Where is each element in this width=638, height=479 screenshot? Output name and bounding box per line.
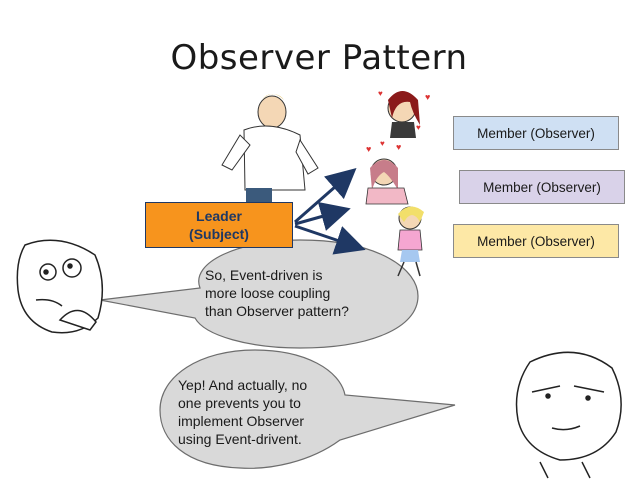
svg-text:♥: ♥	[378, 89, 383, 98]
question-line: So, Event-driven is	[205, 267, 323, 283]
notify-arrows	[294, 168, 366, 255]
svg-text:♥: ♥	[416, 123, 421, 132]
answer-line: one prevents you to	[178, 395, 301, 411]
question-line: than Observer pattern?	[205, 303, 349, 319]
arrow-to-member-2	[294, 202, 351, 231]
leader-label: Leader	[196, 208, 242, 224]
svg-text:♥: ♥	[425, 92, 430, 102]
subject-label: (Subject)	[189, 226, 249, 242]
member-3-illustration	[397, 206, 424, 277]
member-1-illustration: ♥ ♥ ♥	[378, 89, 430, 138]
answer-line: implement Observer	[178, 413, 305, 429]
member-observer-box-3: Member (Observer)	[453, 224, 619, 258]
slide-title: Observer Pattern	[170, 38, 468, 78]
member-observer-box-1: Member (Observer)	[453, 116, 619, 150]
question-text: So, Event-driven is more loose coupling …	[205, 266, 349, 320]
speech-bubble-answer	[159, 349, 456, 469]
member-2-illustration: ♥ ♥ ♥	[365, 139, 409, 205]
arrow-to-member-3	[294, 224, 366, 255]
arrow-to-member-1	[294, 168, 357, 224]
member-observer-box-2: Member (Observer)	[459, 170, 625, 204]
question-line: more loose coupling	[205, 285, 331, 301]
member-observer-label: Member (Observer)	[477, 125, 595, 141]
svg-text:♥: ♥	[396, 142, 401, 152]
answer-text: Yep! And actually, no one prevents you t…	[178, 376, 307, 448]
leader-subject-box: Leader (Subject)	[145, 202, 293, 248]
leader-figure-illustration	[221, 94, 319, 202]
member-observer-label: Member (Observer)	[483, 179, 601, 195]
member-observer-label: Member (Observer)	[477, 233, 595, 249]
thinking-face-illustration	[16, 239, 104, 334]
challenge-face-illustration	[515, 351, 622, 479]
svg-text:♥: ♥	[366, 144, 371, 154]
answer-line: using Event-drivent.	[178, 431, 302, 447]
svg-text:♥: ♥	[380, 139, 385, 148]
answer-line: Yep! And actually, no	[178, 377, 308, 393]
